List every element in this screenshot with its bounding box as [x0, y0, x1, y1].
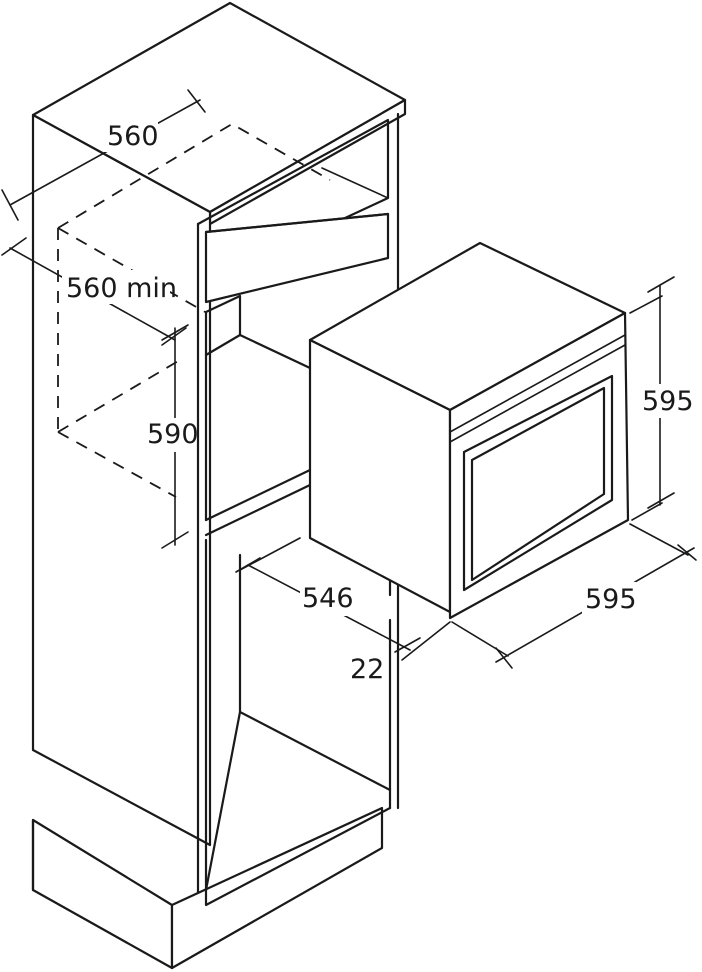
lower-floor-line [204, 710, 242, 892]
dim-22-line [401, 621, 451, 661]
label-oven-height: 595 [642, 386, 694, 417]
upper-shelf-inner [321, 167, 389, 199]
upper-shelf-back [196, 118, 390, 227]
dim-22-tick-left [394, 637, 421, 653]
label-niche-height: 590 [147, 419, 199, 450]
dim-560-tick-right [187, 89, 206, 113]
cabinet-plinth-side [31, 818, 174, 970]
label-bg-595h [640, 384, 692, 418]
dim-560min-tick-left [1, 237, 27, 256]
label-bg-590 [144, 418, 196, 452]
label-bg-595w [582, 582, 636, 616]
upper-panel-top [204, 212, 390, 234]
dim-546-tick-left [235, 557, 261, 573]
control-strip-line [449, 334, 626, 433]
label-oven-depth: 546 [302, 583, 354, 614]
label-front-offset: 22 [350, 654, 384, 685]
dim-595w-ext-left [451, 621, 509, 657]
dim-560-line [9, 99, 201, 206]
dim-595h-ext-top [629, 295, 663, 314]
dim-595h-ext-bottom [631, 502, 663, 521]
label-oven-width: 595 [585, 584, 637, 615]
dimension-labels: 560 560 min 590 546 22 595 595 [62, 118, 694, 685]
dim-560-tick-left [1, 189, 19, 221]
label-bg-560min [62, 270, 170, 304]
label-bg-560 [104, 118, 158, 152]
niche-left-wall [204, 294, 242, 337]
dim-595w-tick-left [495, 647, 513, 669]
label-niche-depth: 560 min [66, 273, 177, 304]
oven [308, 241, 630, 620]
cabinet-side-panel [31, 113, 212, 847]
control-strip-line-2 [449, 344, 626, 443]
niche-bottom-front [204, 483, 312, 537]
dim-595w-ext-right [629, 523, 689, 556]
dim-590-tick-top [161, 324, 189, 341]
dim-560min-tick-right [161, 327, 187, 346]
lower-compartment-frame [204, 538, 392, 907]
label-niche-top-width: 560 [107, 121, 159, 152]
dim-595h-tick-bottom [647, 492, 675, 509]
dashed-top [57, 122, 331, 229]
niche-bottom [204, 468, 312, 522]
cabinet-plinth-front [170, 806, 384, 970]
dashed-bottom [57, 431, 177, 498]
dim-595h-tick-top [647, 276, 675, 293]
dim-590-tick-bottom [161, 531, 189, 549]
upper-panel [204, 212, 390, 304]
dashed-back [57, 359, 181, 433]
oven-window-inner [470, 386, 606, 582]
dim-595w-tick-right [677, 544, 697, 561]
label-bg-546 [300, 582, 354, 616]
niche-floor-back [204, 333, 312, 370]
